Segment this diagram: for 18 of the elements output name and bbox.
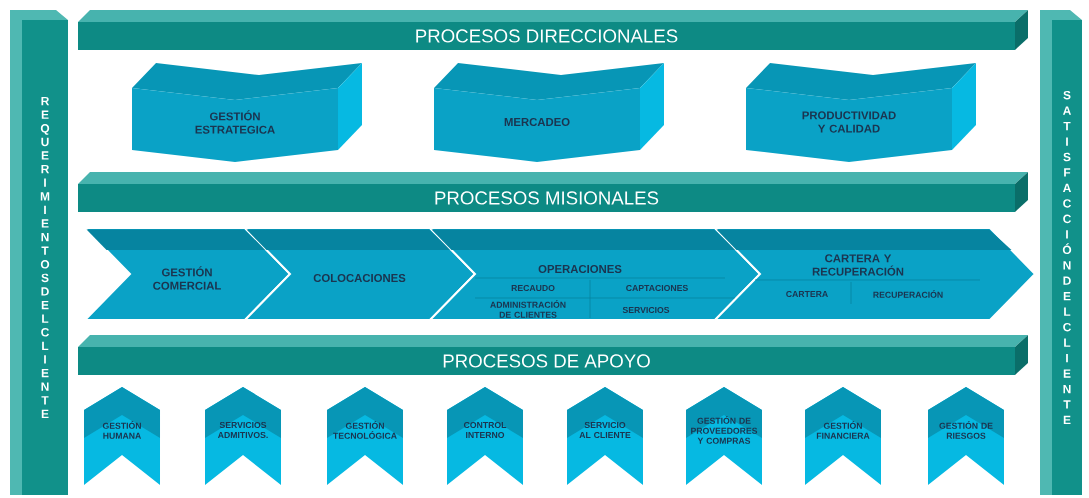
process-block: GESTIÓN ESTRATEGICA: [132, 63, 362, 162]
chevron-tag: GESTIÓN DE RIESGOS: [928, 387, 1004, 485]
process-block: MERCADEO: [434, 63, 664, 162]
process-step: OPERACIONES RECAUDO CAPTACIONES ADMINISTRACIÓN DE CLIENTES SERVICIOS: [427, 227, 762, 321]
chevron-tag: GESTIÓN HUMANA: [84, 387, 160, 485]
side-banner: REQUERIMIENTOS DEL CLIENTE: [10, 10, 68, 495]
chevron-tag: CONTROL INTERNO: [447, 387, 523, 485]
section-banner: PROCESOS MISIONALES: [78, 172, 1028, 212]
section-banner: PROCESOS DIRECCIONALES: [78, 10, 1028, 50]
side-banner: SATISFACCIÓN DEL CLIENTE: [1040, 10, 1082, 495]
process-step: CARTERA Y RECUPERACIÓN CARTERA RECUPERACIÓN: [712, 227, 1037, 321]
chevron-tag: SERVICIOS ADMITIVOS.: [205, 387, 281, 485]
chevron-tag: SERVICIO AL CLIENTE: [567, 387, 643, 485]
chevron-tag: GESTIÓN TECNOLÓGICA: [327, 387, 403, 485]
section-banner: PROCESOS DE APOYO: [78, 335, 1028, 375]
chevron-tag: GESTIÓN DE PROVEEDORES Y COMPRAS: [686, 387, 762, 485]
chevron-tag: GESTIÓN FINANCIERA: [805, 387, 881, 485]
process-block: PRODUCTIVIDAD Y CALIDAD: [746, 63, 976, 162]
